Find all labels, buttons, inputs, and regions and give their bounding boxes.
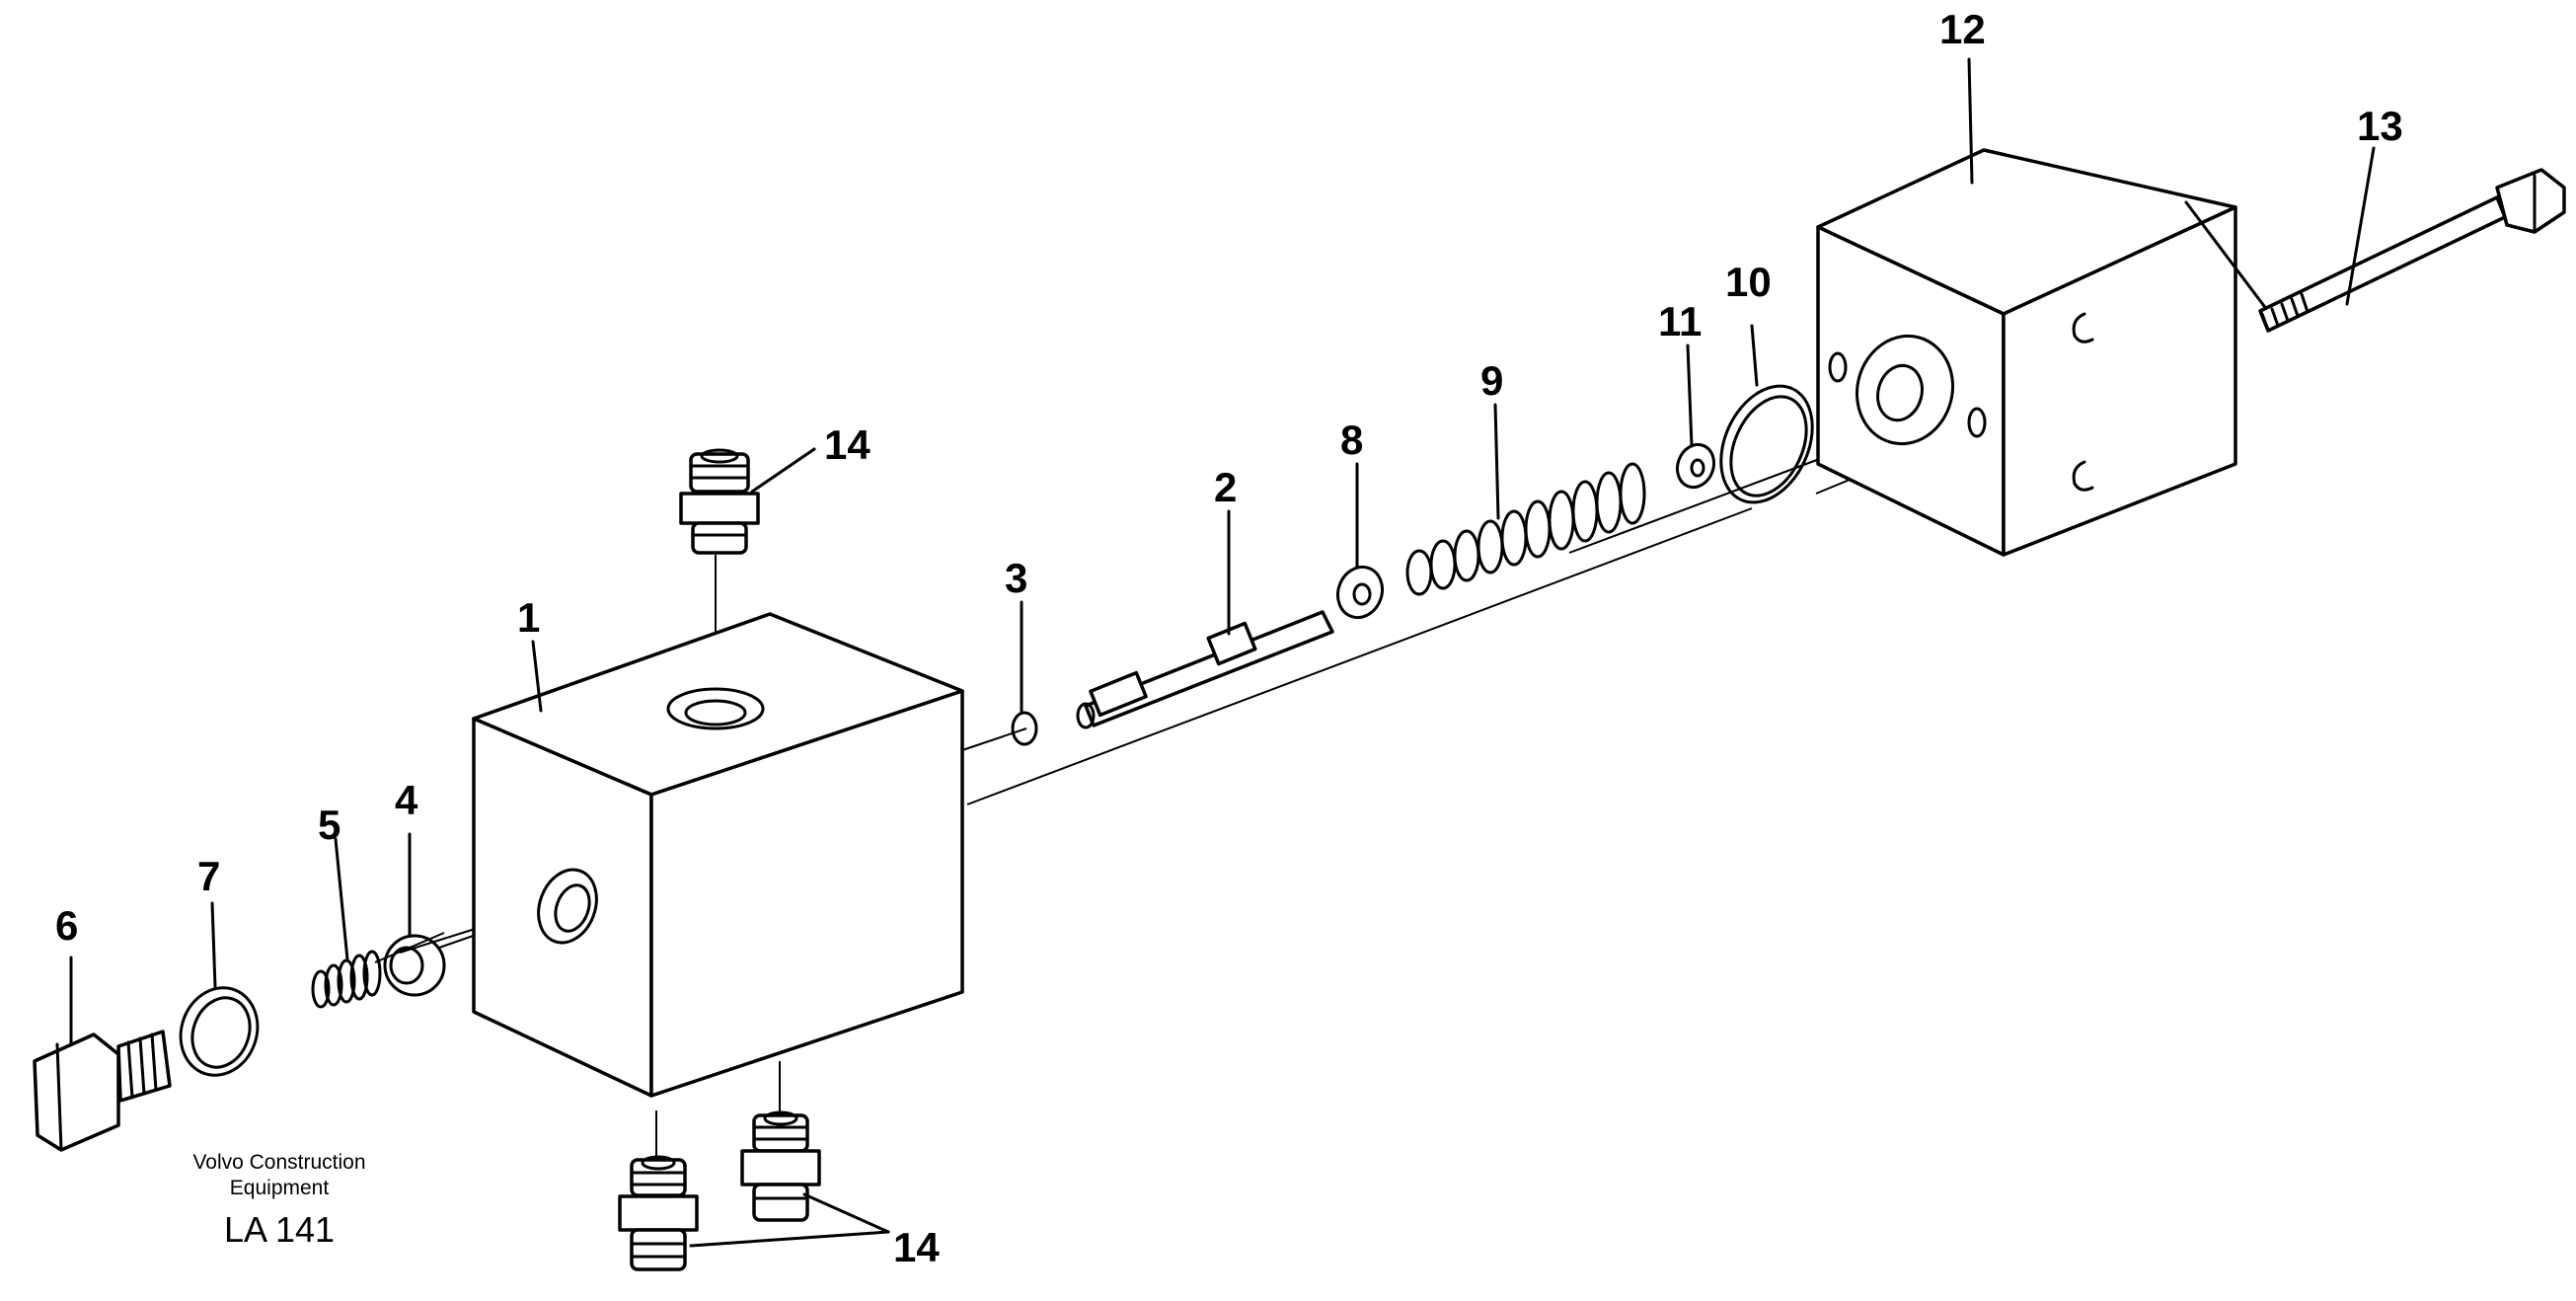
callout-10: 10 bbox=[1725, 259, 1772, 305]
spool-part-2 bbox=[1076, 610, 1334, 729]
callout-9: 9 bbox=[1480, 357, 1503, 404]
seal-ring-part-10 bbox=[1719, 384, 1814, 504]
callout-14-top: 14 bbox=[824, 421, 871, 468]
callout-13: 13 bbox=[2357, 103, 2403, 149]
callouts: 1 2 3 4 5 6 7 8 9 10 11 12 13 14 14 bbox=[55, 6, 2403, 1270]
end-block-part-12 bbox=[1816, 148, 2237, 557]
valve-block-part-1 bbox=[472, 612, 964, 1098]
caption-code: LA 141 bbox=[224, 1209, 335, 1250]
callout-7: 7 bbox=[197, 853, 220, 899]
callout-6: 6 bbox=[55, 902, 78, 949]
leader-lines bbox=[69, 57, 2376, 1248]
union-part-14-bottom-right bbox=[740, 1110, 821, 1222]
washer-part-8 bbox=[1335, 565, 1385, 620]
callout-12: 12 bbox=[1939, 6, 1986, 52]
caption-company: Volvo Construction bbox=[192, 1151, 365, 1174]
callout-4: 4 bbox=[395, 777, 418, 823]
callout-14-bottom: 14 bbox=[893, 1224, 940, 1270]
washer-part-7 bbox=[179, 986, 260, 1077]
callout-5: 5 bbox=[318, 802, 341, 848]
callout-8: 8 bbox=[1340, 417, 1363, 463]
plug-part-6 bbox=[33, 1030, 172, 1152]
union-part-14-top bbox=[679, 448, 760, 555]
callout-11: 11 bbox=[1658, 298, 1702, 344]
o-ring-part-3 bbox=[1011, 711, 1038, 746]
callout-1: 1 bbox=[517, 594, 540, 641]
union-part-14-bottom-left bbox=[618, 1155, 699, 1271]
callout-2: 2 bbox=[1214, 464, 1237, 510]
bolt-part-13 bbox=[2184, 168, 2566, 333]
caption-company-line2: Equipment bbox=[230, 1177, 330, 1199]
spring-part-9 bbox=[1405, 462, 1646, 596]
sleeve-part-4 bbox=[383, 934, 446, 997]
spring-part-5 bbox=[311, 950, 382, 1009]
caption: Volvo Construction Equipment LA 141 bbox=[192, 1151, 365, 1250]
washer-part-11 bbox=[1675, 442, 1716, 490]
callout-3: 3 bbox=[1005, 555, 1027, 601]
